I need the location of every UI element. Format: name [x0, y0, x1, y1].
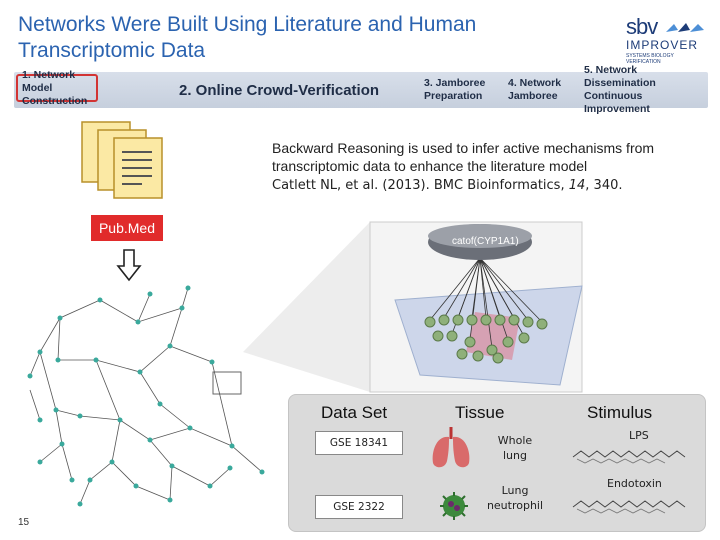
network-graph [29, 287, 263, 505]
down-arrow-icon [116, 249, 142, 282]
stimulus-cell: LPS [629, 429, 649, 442]
highlight-region [466, 312, 520, 360]
logo-birds-icon [666, 23, 704, 32]
cylinder-label: catof(CYP1A1) [452, 236, 519, 247]
callout-shape [243, 222, 370, 392]
dataset-cell: GSE 18341 [315, 431, 403, 455]
logo-sub: IMPROVER [626, 38, 699, 52]
document-stack-icon [81, 121, 163, 199]
tissue-cell: Whole lung [497, 434, 533, 462]
step-crowd-verification[interactable]: 2. Online Crowd-Verification [179, 81, 380, 99]
logo-main: sbv [626, 14, 658, 39]
network-nodes [27, 285, 265, 507]
pubmed-label: Pub.Med [91, 215, 163, 241]
description-text: Backward Reasoning is used to infer acti… [272, 140, 655, 174]
citation: Catlett NL, et al. (2013). BMC Bioinform… [272, 178, 623, 193]
workflow-bar: 1. Network Model Construction 2. Online … [14, 64, 708, 115]
molecule-icon [572, 450, 686, 464]
dataset-cell: GSE 2322 [315, 495, 403, 519]
header-stimulus: Stimulus [587, 403, 653, 422]
step-network-jamboree[interactable]: 4. Network Jamboree [508, 77, 562, 102]
step-jamboree-prep[interactable]: 3. Jamboree Preparation [424, 77, 486, 102]
stimulus-cell: Endotoxin [607, 477, 662, 490]
header-dataset: Data Set [321, 403, 388, 422]
page-number: 15 [18, 517, 30, 528]
slide-title: Networks Were Built Using Literature and… [18, 13, 477, 62]
tissue-cell: Lung neutrophil [486, 484, 544, 512]
neutrophil-icon [440, 492, 468, 520]
reasoning-edges [429, 257, 543, 349]
logo-tagline: SYSTEMS BIOLOGY VERIFICATION [626, 53, 674, 65]
sbv-improver-logo: sbv IMPROVER SYSTEMS BIOLOGY VERIFICATIO… [626, 14, 706, 65]
dataset-table: Data Set Tissue Stimulus GSE 18341 GSE 2… [288, 394, 706, 532]
network-zoom-box [212, 371, 242, 395]
description: Backward Reasoning is used to infer acti… [272, 139, 712, 195]
header-tissue: Tissue [455, 403, 505, 422]
molecule-icon [572, 500, 686, 514]
green-nodes [424, 314, 548, 364]
lung-icon [432, 427, 470, 468]
